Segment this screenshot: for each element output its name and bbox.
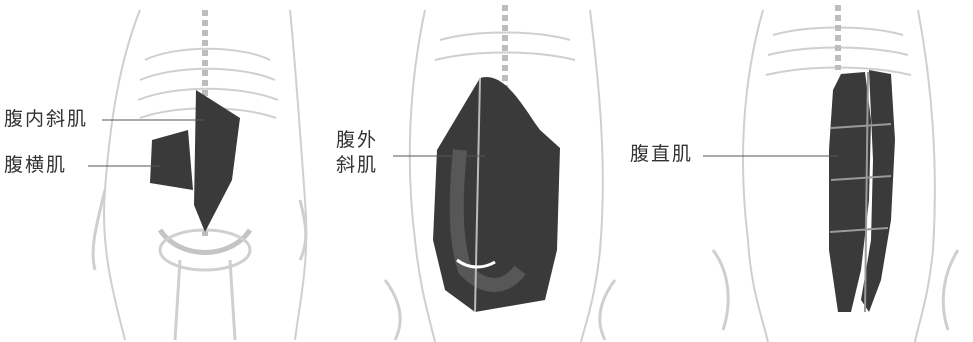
label-rectus-abdominis: 腹直肌 xyxy=(630,142,693,166)
figure-panel-2 xyxy=(345,0,645,342)
label-transverse-abdominis: 腹横肌 xyxy=(4,153,67,177)
transverse-abdominis-muscle xyxy=(150,130,193,190)
label-external-oblique-line2: 斜肌 xyxy=(336,153,378,177)
figure-panel-3 xyxy=(633,0,973,342)
label-external-oblique-line1: 腹外 xyxy=(336,128,378,152)
internal-oblique-muscle xyxy=(194,90,240,232)
label-internal-oblique: 腹内斜肌 xyxy=(4,107,88,131)
